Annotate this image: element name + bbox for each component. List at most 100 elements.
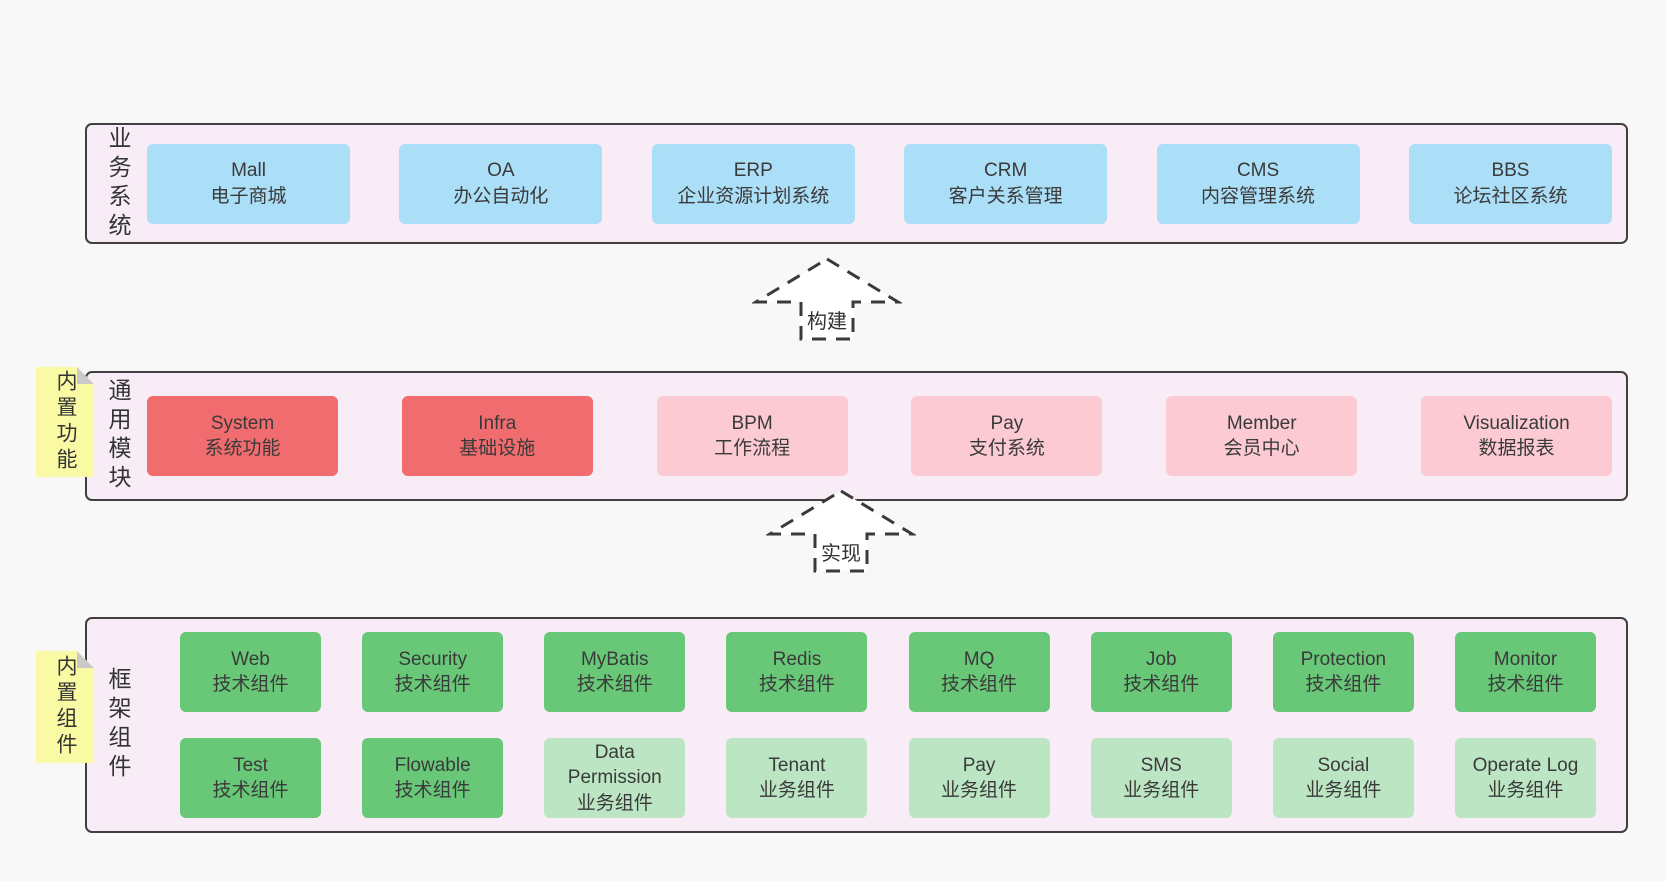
box-title: Pay — [990, 412, 1024, 434]
box-redis: Redis 技术组件 — [726, 632, 868, 712]
box-title: Member — [1226, 412, 1297, 434]
box-title: Monitor — [1493, 648, 1558, 670]
box-operate-log: Operate Log 业务组件 — [1454, 738, 1596, 818]
box-title: Mall — [231, 160, 266, 182]
box-subtitle: 基础设施 — [459, 438, 536, 459]
box-title: Tenant — [768, 754, 826, 776]
box-protection: Protection 技术组件 — [1272, 632, 1414, 712]
box-title: Visualization — [1463, 412, 1570, 434]
box-subtitle: 数据报表 — [1478, 438, 1555, 459]
box-title: System — [210, 412, 275, 434]
box-social: Social 业务组件 — [1272, 738, 1414, 818]
sticky-note-built-in-components: 内置组件 — [36, 651, 94, 763]
box-tenant: Tenant 业务组件 — [726, 738, 868, 818]
box-mq: MQ 技术组件 — [908, 632, 1050, 712]
implement-arrow: 实现 — [766, 487, 916, 575]
box-cms: CMS 内容管理系统 — [1156, 143, 1360, 224]
box-subtitle: 论坛社区系统 — [1453, 185, 1568, 207]
box-title: Security — [398, 648, 467, 670]
box-title: Infra — [478, 412, 517, 434]
layer-business-systems: 业务系统 Mall 电子商城 OA 办公自动化 ERP 企业资源计划系统 CRM 客户关系管理… — [85, 123, 1628, 244]
box-title: BBS — [1491, 160, 1530, 182]
sticky-note-built-in-features: 内置功能 — [36, 367, 94, 477]
box-subtitle: 业务组件 — [1123, 780, 1200, 801]
box-visualization: Visualization 数据报表 — [1420, 396, 1612, 476]
box-subtitle: 技术组件 — [394, 780, 471, 801]
box-subtitle: 技术组件 — [758, 674, 835, 695]
box-pay: Pay 支付系统 — [911, 396, 1103, 476]
box-subtitle: 技术组件 — [941, 674, 1018, 695]
box-subtitle: 业务组件 — [941, 780, 1018, 801]
layer-label: 框架组件 — [105, 667, 131, 783]
box-title: MQ — [963, 648, 995, 670]
box-subtitle: 办公自动化 — [453, 185, 549, 207]
note-label: 内置组件 — [54, 655, 77, 759]
box-row: Mall 电子商城 OA 办公自动化 ERP 企业资源计划系统 CRM 客户关系管理 CMS 内容… — [135, 143, 1626, 224]
box-subtitle: 电子商城 — [210, 185, 287, 207]
box-title: OA — [487, 160, 515, 182]
box-erp: ERP 企业资源计划系统 — [651, 143, 855, 224]
box-title: Web — [231, 648, 270, 670]
box-subtitle: 业务组件 — [1487, 780, 1564, 801]
box-subtitle: 技术组件 — [212, 780, 289, 801]
box-title: BPM — [731, 412, 773, 434]
box-sms: SMS 业务组件 — [1090, 738, 1232, 818]
box-title: Flowable — [394, 754, 471, 776]
box-title: Redis — [772, 648, 822, 670]
box-subtitle: 业务组件 — [758, 780, 835, 801]
box-flowable: Flowable 技术组件 — [362, 738, 504, 818]
box-title: Job — [1145, 648, 1177, 670]
box-web: Web 技术组件 — [180, 632, 321, 712]
box-subtitle: 技术组件 — [576, 674, 653, 695]
note-label: 内置功能 — [54, 370, 77, 474]
layer-label: 业务系统 — [105, 125, 131, 242]
build-arrow: 构建 — [752, 255, 902, 343]
box-subtitle: 支付系统 — [968, 438, 1045, 459]
box-title: CMS — [1236, 160, 1280, 182]
box-subtitle: 企业资源计划系统 — [677, 185, 830, 207]
box-security: Security 技术组件 — [362, 632, 504, 712]
box-pay: Pay 业务组件 — [908, 738, 1050, 818]
box-title: Data Permission — [567, 742, 662, 789]
box-subtitle: 技术组件 — [1123, 674, 1200, 695]
box-title: ERP — [733, 160, 773, 182]
box-title: Protection — [1300, 648, 1387, 670]
up-arrow-icon — [752, 257, 902, 341]
box-job: Job 技术组件 — [1090, 632, 1232, 712]
box-mybatis: MyBatis 技术组件 — [544, 632, 686, 712]
box-title: SMS — [1140, 754, 1182, 776]
arrow-label: 构建 — [807, 311, 847, 333]
box-title: MyBatis — [580, 648, 649, 670]
box-infra: Infra 基础设施 — [401, 396, 593, 476]
box-subtitle: 技术组件 — [1305, 674, 1382, 695]
box-subtitle: 客户关系管理 — [948, 185, 1063, 207]
box-title: Pay — [962, 754, 996, 776]
box-title: Operate Log — [1472, 754, 1579, 776]
box-title: Test — [233, 754, 268, 776]
box-test: Test 技术组件 — [180, 738, 321, 818]
box-subtitle: 系统功能 — [204, 438, 281, 459]
up-arrow-icon — [766, 489, 916, 573]
arrow-label: 实现 — [821, 543, 861, 565]
box-title: CRM — [984, 160, 1028, 182]
box-subtitle: 业务组件 — [1305, 780, 1382, 801]
box-system: System 系统功能 — [147, 396, 338, 476]
layer-label: 通用模块 — [105, 378, 131, 494]
box-subtitle: 技术组件 — [212, 674, 289, 695]
box-subtitle: 内容管理系统 — [1201, 185, 1316, 207]
box-title: Social — [1317, 754, 1370, 776]
box-monitor: Monitor 技术组件 — [1454, 632, 1596, 712]
box-mall: Mall 电子商城 — [147, 143, 350, 224]
box-subtitle: 技术组件 — [1487, 674, 1564, 695]
box-bbs: BBS 论坛社区系统 — [1408, 143, 1612, 224]
box-subtitle: 技术组件 — [394, 674, 471, 695]
box-crm: CRM 客户关系管理 — [904, 143, 1108, 224]
